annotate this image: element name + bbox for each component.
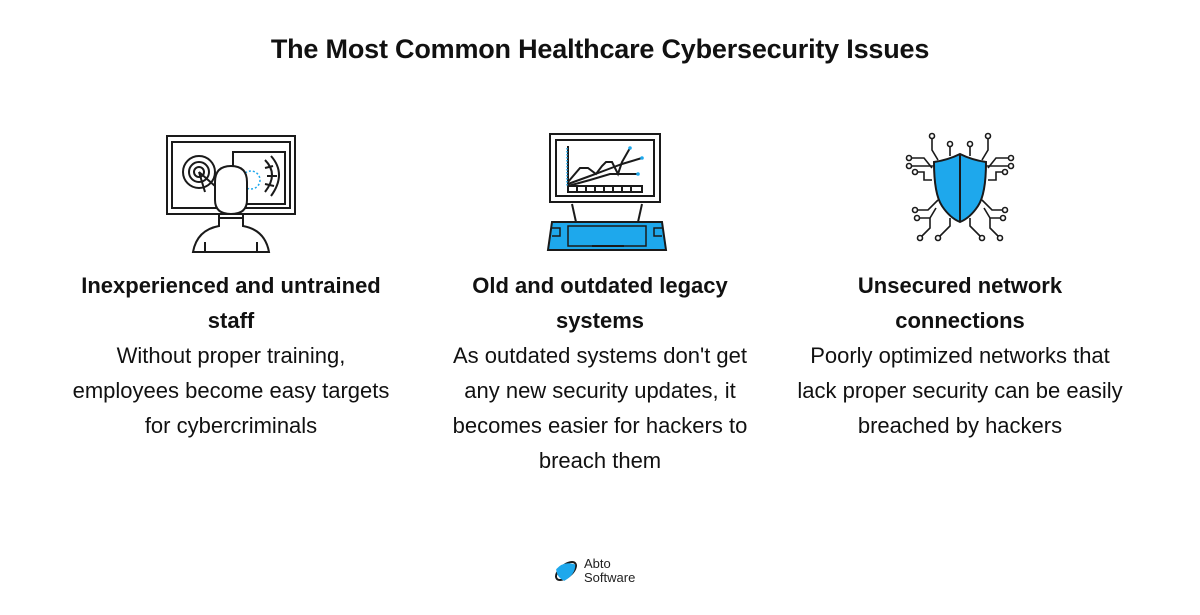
legacy-computer-chart-icon [546,133,668,251]
logo-line-2: Software [584,570,636,585]
issue-card-network: Unsecured network connections Poorly opt… [795,130,1125,443]
page-title: The Most Common Healthcare Cybersecurity… [270,34,930,64]
issue-description: Without proper training, employees becom… [72,343,390,438]
issue-card-legacy: Old and outdated legacy systems As outda… [435,130,765,478]
shield-circuit-icon [905,132,1015,242]
logo-line-1: Abto [584,556,611,571]
issue-heading: Unsecured network connections [857,273,1063,333]
issue-description: As outdated systems don't get any new se… [452,343,748,473]
person-at-screen-icon [166,135,296,253]
logo-text: Abto Software [584,557,635,585]
issue-description: Poorly optimized networks that lack prop… [797,343,1123,438]
abto-logo-mark-icon [555,561,577,581]
issue-heading: Inexperienced and untrained staff [81,273,381,333]
issue-card-staff: Inexperienced and untrained staff Withou… [66,130,396,443]
abto-software-logo: Abto Software [552,555,662,587]
issue-heading: Old and outdated legacy systems [472,273,728,333]
